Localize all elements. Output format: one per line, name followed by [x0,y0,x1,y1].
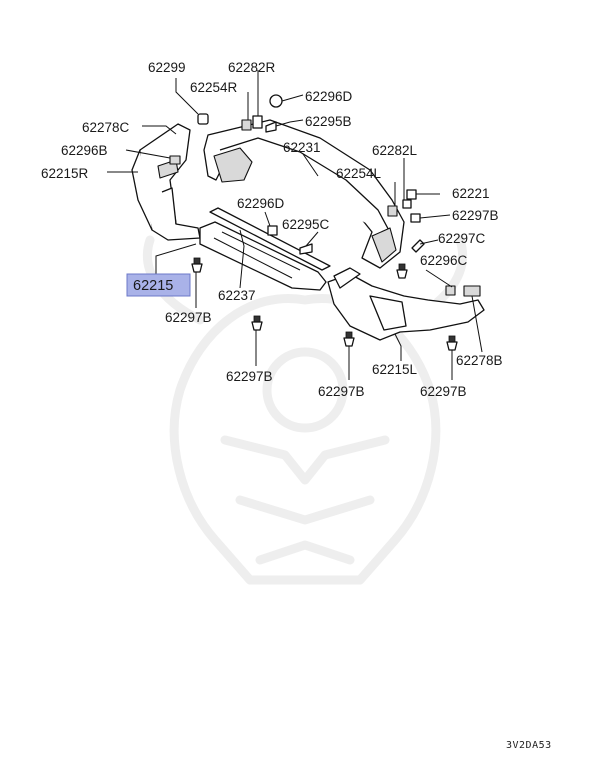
label-62237[interactable]: 62237 [218,288,256,303]
label-62282R[interactable]: 62282R [228,60,276,75]
watermark-emblem [142,235,468,585]
fasteners [169,94,481,351]
bracket-62215L [327,267,485,341]
label-62278C[interactable]: 62278C [82,120,130,135]
label-62296C[interactable]: 62296C [420,253,468,268]
label-62299[interactable]: 62299 [148,60,186,75]
leader-lines [107,70,483,380]
bracket-62215R [131,123,201,241]
label-62231[interactable]: 62231 [283,140,321,155]
highlight-62215-box [126,273,191,297]
label-62221[interactable]: 62221 [452,186,490,201]
label-62215R[interactable]: 62215R [41,166,89,181]
label-62297B-right[interactable]: 62297B [452,208,499,223]
label-62278B[interactable]: 62278B [456,353,503,368]
label-62297B-left[interactable]: 62297B [165,310,212,325]
label-62254L[interactable]: 62254L [336,166,382,181]
label-62296D-top[interactable]: 62296D [305,89,353,104]
label-62297B-center[interactable]: 62297B [226,369,273,384]
label-62296D-mid[interactable]: 62296D [237,196,285,211]
label-62215-highlighted[interactable]: 62215 [133,278,173,294]
label-62295B[interactable]: 62295B [305,114,352,129]
label-62282L[interactable]: 62282L [372,143,418,158]
label-62297B-bottom2[interactable]: 62297B [420,384,467,399]
label-62297B-bottom1[interactable]: 62297B [318,384,365,399]
beam-62231 [203,119,405,269]
part-labels: 62299 62282R 62254R 62296D 62295B 62278C… [41,60,503,399]
label-62215L[interactable]: 62215L [372,362,418,377]
label-62295C[interactable]: 62295C [282,217,330,232]
label-62296B[interactable]: 62296B [61,143,108,158]
image-code: 3V2DA53 [506,740,552,751]
label-62297C[interactable]: 62297C [438,231,486,246]
label-62254R[interactable]: 62254R [190,80,238,95]
